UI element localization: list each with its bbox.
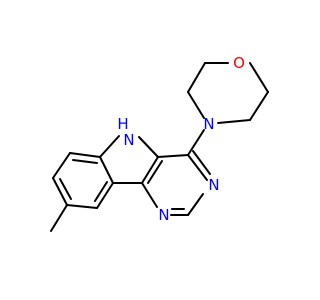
bond-c6-c7 <box>52 152 71 179</box>
bond-morph-6 <box>217 119 251 124</box>
morpholine-nitrogen-atom: N <box>203 115 214 133</box>
bond-morph-1 <box>187 91 205 119</box>
bond-c5a-c6-double <box>72 159 98 164</box>
pyrimidine-n3-atom: N <box>208 176 219 194</box>
bond-n5-c5a <box>99 135 120 158</box>
bond-c9b-c4a-double <box>147 160 163 184</box>
bond-n3-c2 <box>187 193 204 216</box>
bond-c7-c8 <box>52 177 68 206</box>
bond-n1-c9b <box>141 182 158 208</box>
bond-c4a-n5 <box>138 136 159 158</box>
bond-c8-methyl <box>50 204 68 232</box>
bond-c4a-c4 <box>157 154 189 158</box>
bond-c4-n3 <box>187 154 208 181</box>
bonds <box>50 62 269 232</box>
molecule-structure: O N N N H N <box>50 54 269 232</box>
indole-nitrogen-atom: N <box>123 131 134 149</box>
molecule-canvas: O N N N H N <box>50 54 269 232</box>
bond-c5a-c9a <box>99 156 114 184</box>
bond-c9-c9a <box>96 182 114 209</box>
bond-n-c4 <box>187 129 205 156</box>
bond-c5a-c6 <box>69 152 101 158</box>
oxygen-atom: O <box>233 54 245 72</box>
indole-hydrogen-atom: H <box>117 115 128 133</box>
bond-c8-c9 <box>66 204 98 209</box>
bond-c9b-c4a <box>141 156 159 184</box>
bond-c4-n3-double <box>192 150 211 175</box>
pyrimidine-n1-atom: N <box>158 206 169 224</box>
bond-morph-2 <box>187 62 206 93</box>
bond-morph-4 <box>249 62 269 93</box>
bond-morph-5 <box>249 91 269 121</box>
bond-c9-c9a-double <box>94 181 108 202</box>
bond-c7-c8-double <box>59 178 72 200</box>
